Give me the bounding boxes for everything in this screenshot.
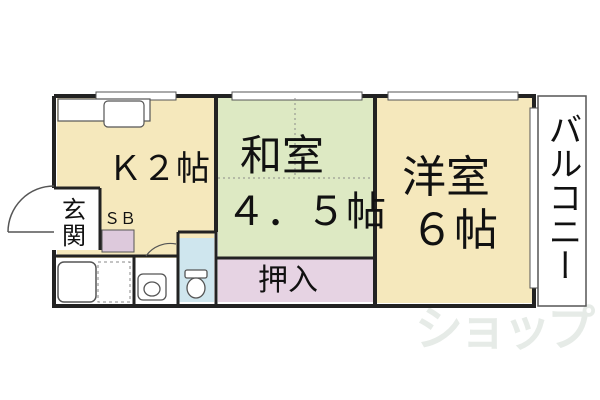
- watermark-line2: ショップ: [415, 301, 595, 357]
- balcony: [537, 95, 587, 307]
- toilet: [184, 269, 208, 299]
- walls: [52, 94, 536, 308]
- oshiire-label: 押入: [258, 263, 318, 298]
- washitsu-size: ４．５帖: [226, 189, 386, 235]
- shoe-box-label: ＳＢ: [104, 209, 136, 228]
- shoe-box: [101, 229, 135, 253]
- youshitsu-room: [377, 98, 532, 303]
- entrance-door: [7, 185, 55, 233]
- tatami-lines: [218, 98, 373, 179]
- genkan-room: [54, 188, 100, 250]
- bathtub: [57, 261, 97, 303]
- wash-basin: [137, 273, 167, 301]
- genkan-label-1: 玄: [62, 196, 86, 224]
- balcony-label: バルコニー: [542, 112, 582, 282]
- washitsu-name: 和室: [240, 131, 324, 180]
- genkan-label-2: 関: [62, 222, 86, 250]
- kitchen-label: Ｋ２帖: [108, 149, 210, 189]
- youshitsu-size: ６帖: [410, 205, 498, 256]
- youshitsu-name: 洋室: [402, 152, 490, 203]
- washroom-door: [145, 242, 177, 257]
- oshiire-room: [218, 258, 373, 302]
- kitchen-counter: [57, 98, 151, 128]
